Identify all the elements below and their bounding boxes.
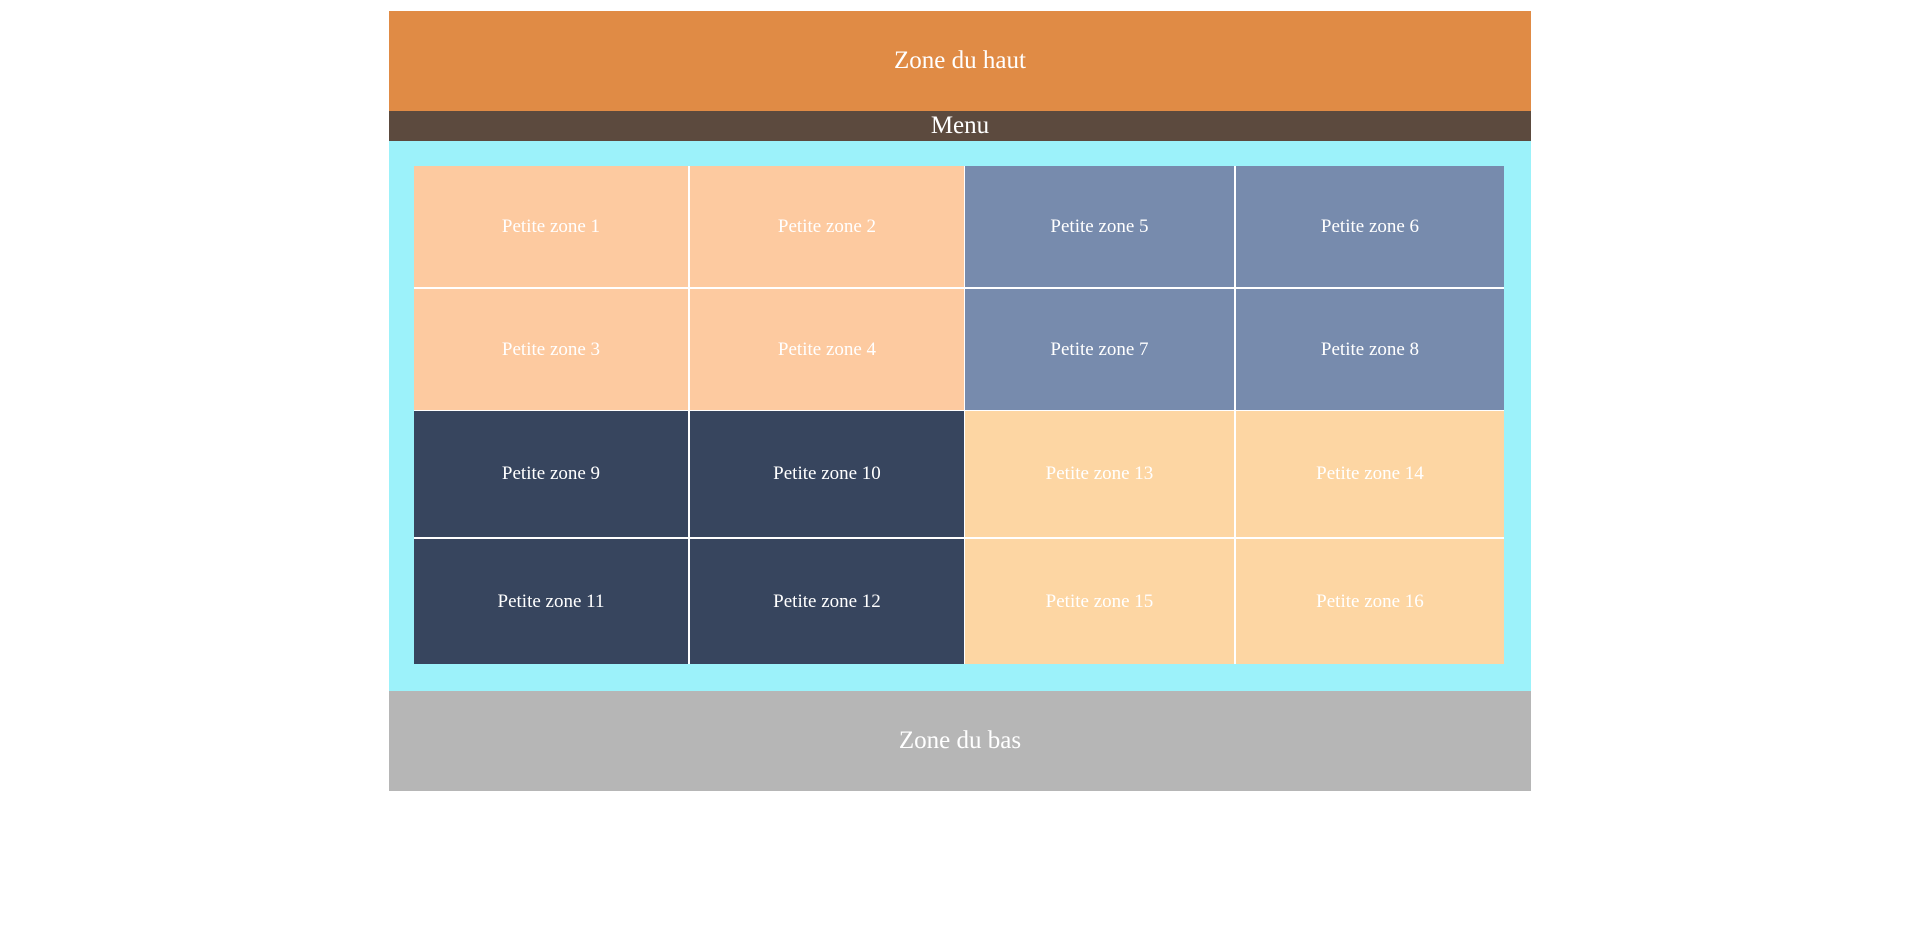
- small-zone-label: Petite zone 12: [773, 590, 881, 612]
- top-zone-title: Zone du haut: [894, 47, 1026, 74]
- small-zone-label: Petite zone 2: [777, 215, 877, 237]
- small-zone-6: Petite zone 6: [1236, 166, 1504, 287]
- small-zone-7: Petite zone 7: [965, 289, 1234, 410]
- small-zone-label: Petite zone 6: [1320, 215, 1420, 237]
- small-zone-label: Petite zone 11: [497, 590, 605, 612]
- menu-label[interactable]: Menu: [930, 112, 990, 139]
- small-zone-13: Petite zone 13: [965, 411, 1234, 537]
- small-zone-12: Petite zone 12: [690, 539, 964, 664]
- small-zone-label: Petite zone 7: [1050, 338, 1149, 360]
- small-zone-11: Petite zone 11: [414, 539, 688, 664]
- small-zone-3: Petite zone 3: [414, 289, 688, 410]
- small-zone-label: Petite zone 3: [501, 338, 601, 360]
- small-zone-10: Petite zone 10: [690, 411, 964, 537]
- small-zone-label: Petite zone 1: [501, 215, 601, 237]
- small-zone-1: Petite zone 1: [414, 166, 688, 287]
- page-container: Zone du haut Menu Petite zone 1 Petite z…: [389, 11, 1531, 791]
- bottom-zone-title: Zone du bas: [898, 727, 1022, 754]
- small-zone-15: Petite zone 15: [965, 539, 1234, 664]
- bottom-zone: Zone du bas: [389, 691, 1531, 791]
- small-zone-9: Petite zone 9: [414, 411, 688, 537]
- small-zone-2: Petite zone 2: [690, 166, 964, 287]
- small-zone-label: Petite zone 13: [1045, 463, 1154, 484]
- small-zone-label: Petite zone 16: [1316, 590, 1424, 612]
- small-zone-label: Petite zone 15: [1045, 590, 1154, 612]
- small-zone-5: Petite zone 5: [965, 166, 1234, 287]
- small-zone-14: Petite zone 14: [1236, 411, 1504, 537]
- small-zone-label: Petite zone 4: [777, 338, 877, 360]
- small-zone-label: Petite zone 5: [1050, 215, 1149, 237]
- small-zone-4: Petite zone 4: [690, 289, 964, 410]
- small-zone-label: Petite zone 9: [501, 463, 601, 484]
- small-zone-16: Petite zone 16: [1236, 539, 1504, 664]
- main-zone: Petite zone 1 Petite zone 2 Petite zone …: [389, 141, 1531, 691]
- top-zone: Zone du haut: [389, 11, 1531, 111]
- small-zones-grid: Petite zone 1 Petite zone 2 Petite zone …: [414, 166, 1504, 664]
- small-zone-label: Petite zone 14: [1316, 463, 1424, 484]
- small-zone-label: Petite zone 10: [773, 463, 881, 484]
- small-zone-8: Petite zone 8: [1236, 289, 1504, 410]
- small-zone-label: Petite zone 8: [1320, 338, 1420, 360]
- menu-bar[interactable]: Menu: [389, 111, 1531, 141]
